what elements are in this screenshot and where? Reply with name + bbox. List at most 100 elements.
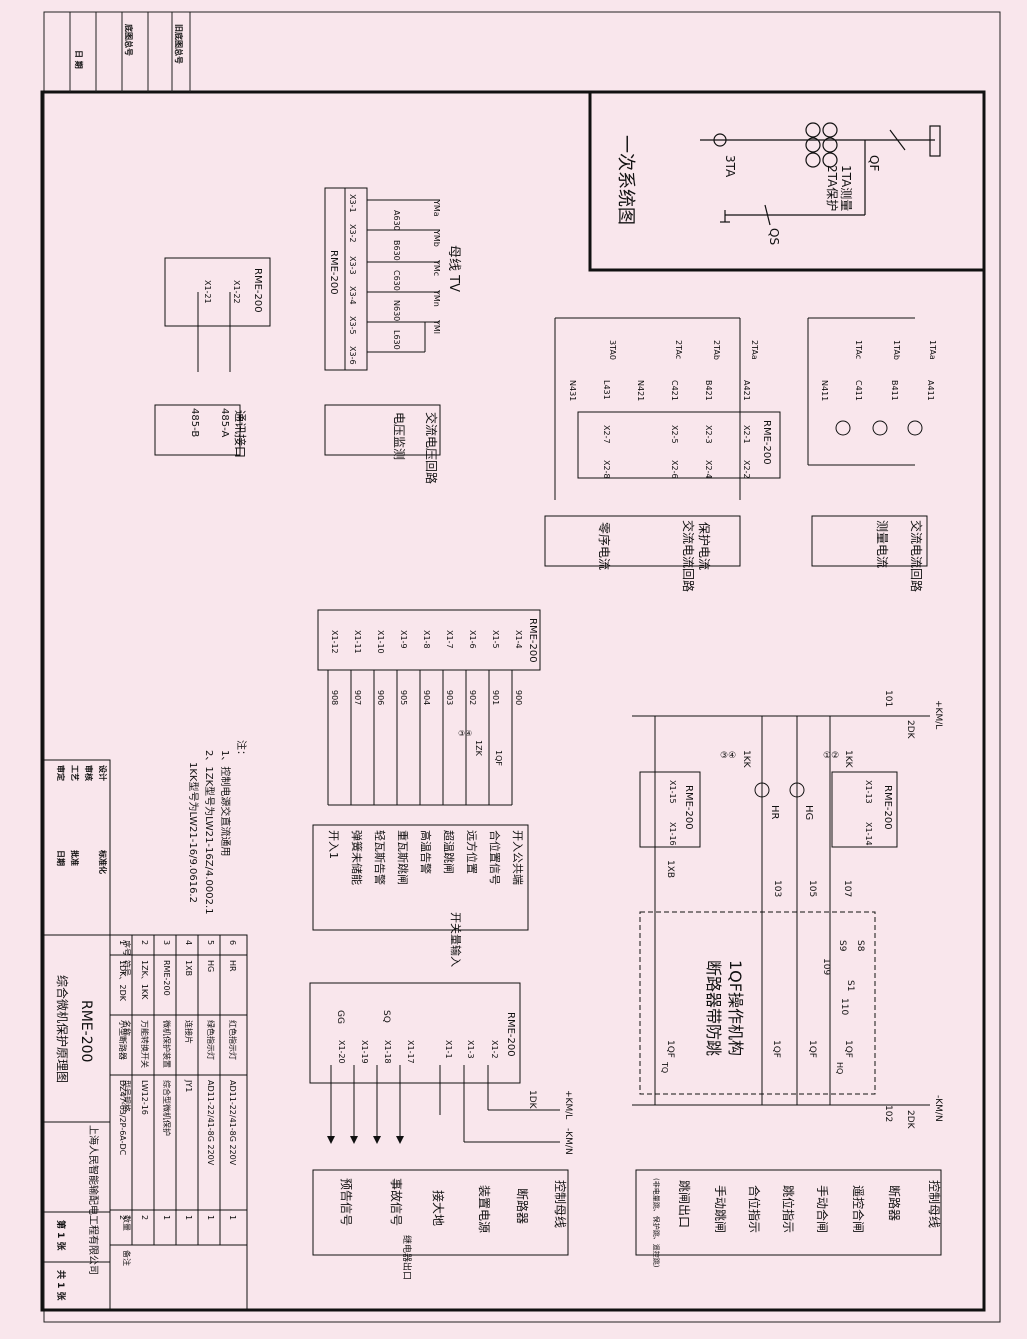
ctl-terminal: X1-14	[864, 822, 873, 846]
measure-wire: N411	[820, 380, 829, 401]
ctl-wire: 110	[839, 998, 849, 1015]
ctl-caption: 遥控合闸	[851, 1185, 866, 1233]
bi-terminal: X1-8	[422, 630, 431, 649]
ctl-xb: 1XB	[665, 860, 675, 878]
ctl-kk1-contacts: ①②	[823, 751, 839, 761]
bi-terminal: X1-7	[445, 630, 454, 649]
bi-terminal: X1-4	[514, 630, 523, 649]
prot-wire: A421	[742, 380, 751, 401]
prot-wire: C421	[670, 380, 679, 401]
label-2ta: 2TA保护	[825, 165, 839, 211]
bi-device-box	[317, 609, 541, 671]
ctl-wire: 102	[883, 1105, 893, 1122]
measure-wire: C411	[854, 380, 863, 401]
bi-wire: 903	[445, 690, 454, 705]
title-block	[41, 759, 248, 1311]
ctl-wire: 105	[807, 880, 817, 897]
ctl-device-1: RME-200	[882, 785, 893, 830]
bi-item: 弹簧未储能	[350, 830, 364, 885]
ctl-switch: S8	[855, 940, 865, 952]
stamp-label-base: 底图总号	[124, 23, 134, 56]
bi-item: 开入1	[327, 830, 340, 859]
tv-wire: N630	[392, 300, 401, 321]
power-relay-sq: SQ	[381, 1010, 391, 1023]
bi-wire: 906	[376, 690, 385, 705]
bom-cell: DZ47-63/2P-6A-DC	[118, 1080, 127, 1156]
title-sheet-no: 第 1 张	[55, 1220, 67, 1252]
measure-caption-sub: 测量电流	[875, 520, 889, 568]
primary-system-box	[588, 90, 986, 272]
tv-title: 母线 TV	[446, 245, 461, 292]
title-model: RME-200	[78, 1000, 94, 1062]
bom-cell: 1	[184, 1215, 193, 1220]
comm-caption: 通讯接口	[233, 410, 248, 458]
bi-items: 开入公共端 合位置信号 远方位置 超温跳闸 高温告警 重瓦斯跳闸 轻瓦斯告警 弹…	[327, 830, 524, 885]
ctl-qf: 1QF	[843, 1040, 853, 1058]
ctl-captions: 控制母线 断路器 遥控合闸 手动合闸 跳位指示 合位指示 手动跳闸 跳闸出口 (…	[652, 1178, 941, 1268]
bom-cell: 红色指示灯	[228, 1020, 238, 1060]
tv-terminal: X3-5	[348, 316, 357, 335]
bom-table	[110, 935, 247, 1246]
protection-ct-wiring	[554, 317, 781, 500]
notes-line: 1、控制电源交直流通用	[219, 750, 232, 856]
bom-cell: JY1	[184, 1079, 193, 1092]
ctl-switch: S1	[845, 980, 855, 991]
prot-ct: 2TAb	[712, 340, 721, 360]
prot-device: RME-200	[761, 420, 772, 465]
tv-device: RME-200	[328, 250, 339, 295]
prot-wire: N421	[636, 380, 645, 401]
tv-wire: C630	[392, 270, 401, 291]
ctl-caption: 手动跳闸	[713, 1185, 727, 1233]
ctl-wire: 109	[821, 958, 831, 975]
bom-cell: AD11-22/41-8G 220V	[228, 1080, 237, 1166]
primary-diagram	[700, 122, 941, 226]
primary-system-title: 一次系统图	[615, 135, 636, 225]
bom-cell: 2	[140, 1215, 149, 1220]
power-terminal: X1-3	[466, 1040, 475, 1059]
bom-header: 备注	[122, 1250, 132, 1266]
measure-caption: 交流电流回路	[909, 520, 924, 592]
tv-circuit	[324, 187, 440, 371]
bom-cell: 2	[118, 1215, 127, 1220]
bom-cell: LW12-16	[140, 1080, 149, 1115]
comm-port: 485-A	[219, 408, 230, 437]
bi-wiring	[327, 670, 513, 806]
bi-terminal: X1-11	[353, 630, 362, 654]
tv-fuse: YMl	[432, 319, 441, 334]
tv-terminal: X3-6	[348, 346, 357, 365]
power-relay-gg: GG	[335, 1010, 345, 1024]
tv-caption-box	[324, 404, 441, 456]
ctl-terminal: X1-13	[864, 780, 873, 804]
bi-terminal: X1-5	[491, 630, 500, 649]
bom-cell: 3	[162, 940, 171, 945]
ctl-caption: 合位指示	[747, 1185, 762, 1233]
bom-cell: 微机保护装置	[162, 1020, 172, 1068]
bom-cell: AD11-22/41-8G 220V	[206, 1080, 215, 1166]
prot-wire: N431	[568, 380, 577, 401]
prot-ct: 3TA0	[608, 340, 617, 360]
notes-line: 1KK型号为LW21-16/9.0616.2	[187, 762, 200, 903]
bom-cell: 4	[184, 940, 193, 945]
ctl-switch: S9	[837, 940, 847, 952]
bi-terminal: X1-6	[468, 630, 477, 649]
bom-cell: 绿色指示灯	[206, 1020, 216, 1060]
power-caption: 断路器	[515, 1188, 530, 1224]
prot-terminal: X2-8	[602, 460, 611, 479]
bom-cell: 5	[206, 940, 215, 945]
bi-switch: 1ZK	[474, 740, 483, 757]
measure-ct-wiring	[807, 317, 923, 466]
ctl-lamp-hr: HR	[769, 805, 780, 820]
title-sheet-total: 共 1 张	[55, 1270, 67, 1302]
notes-title: 注：	[235, 740, 248, 760]
prot-terminal: X2-7	[602, 425, 611, 444]
outer-frame	[43, 11, 1001, 1323]
ctl-caption: 跳位指示	[781, 1185, 796, 1233]
ctl-dk: 2DK	[905, 720, 915, 740]
ctl-mechanism: 1QF操作机构	[726, 960, 745, 1056]
tv-wire: L630	[392, 330, 401, 350]
sign-standard: 标准化	[98, 849, 108, 874]
ctl-wire: 101	[883, 690, 893, 707]
comm-terminal: X1-22	[232, 280, 241, 304]
